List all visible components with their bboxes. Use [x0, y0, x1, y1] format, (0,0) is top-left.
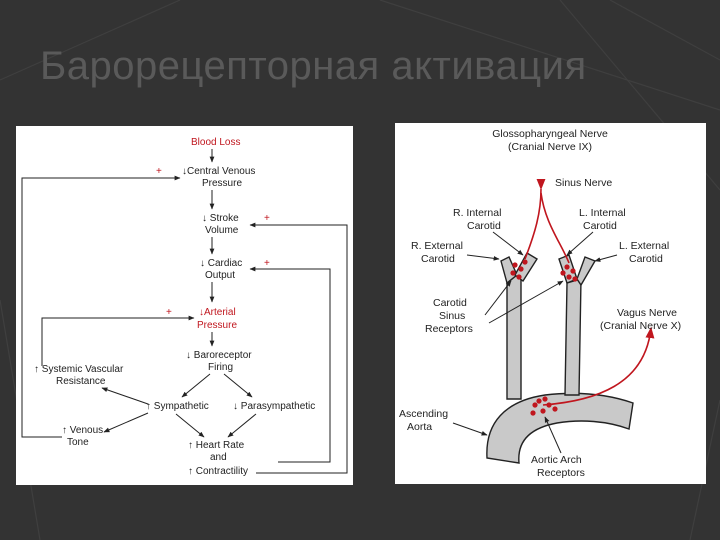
venous-tone-label-2: Tone	[67, 437, 89, 448]
sinus-nerve-left	[540, 192, 570, 264]
baroreceptor-firing-label-2: Firing	[208, 362, 233, 373]
feedback-svr-to-ap	[41, 315, 195, 366]
central-venous-pressure-label: ↓Central Venous	[182, 166, 255, 177]
feedback-venous-tone-to-cvp	[21, 175, 181, 438]
aortic-arch-receptor	[540, 408, 546, 414]
pointer-l-internal	[566, 231, 594, 256]
aortic-arch-receptors-label-2: Receptors	[537, 467, 585, 479]
heart-rate-label-2: and	[210, 452, 227, 463]
pointer-aortic-arch-receptors	[544, 416, 562, 454]
arrow-baro-parasympathetic	[223, 373, 253, 398]
carotid-sinus-receptors-label-3: Receptors	[425, 323, 473, 335]
r-internal-carotid-label: R. Internal	[453, 207, 501, 219]
ascending-aorta-label-2: Aorta	[407, 421, 432, 433]
right-carotid-receptor	[518, 266, 524, 272]
pointer-r-internal	[492, 231, 524, 256]
cardiac-output-label: ↓ Cardiac	[200, 258, 242, 269]
ascending-aorta-label: Ascending	[399, 408, 448, 420]
stroke-volume-label-2: Volume	[205, 225, 239, 236]
slide-title: Барорецепторная активация	[40, 44, 587, 88]
receptor-dots	[510, 259, 578, 416]
vagus-nerve-label: Vagus Nerve	[617, 307, 677, 319]
l-internal-carotid-label-2: Carotid	[583, 220, 617, 232]
baroreflex-flowchart: Blood Loss ↓Central Venous Pressure ↓ St…	[16, 126, 353, 485]
pointer-carotid-sinus-left	[488, 280, 564, 324]
arterial-pressure-label: ↓Arterial	[199, 307, 236, 318]
venous-tone-label: ↑ Venous	[62, 425, 103, 436]
l-external-carotid-label-2: Carotid	[629, 253, 663, 265]
anatomy-pointer-arrows	[452, 231, 618, 454]
contractility-label: ↑ Contractility	[188, 466, 248, 477]
right-carotid-receptor	[516, 274, 522, 280]
aortic-arch-receptor	[536, 398, 542, 404]
flow-text-nodes: Blood Loss ↓Central Venous Pressure ↓ St…	[34, 137, 315, 477]
r-internal-carotid-label-2: Carotid	[467, 220, 501, 232]
right-carotid-receptor	[512, 262, 518, 268]
plus-sign-ap: +	[166, 307, 172, 318]
aortic-arch-receptor	[530, 410, 536, 416]
right-carotid-receptor	[510, 270, 516, 276]
arrow-sympathetic-svr	[101, 387, 149, 405]
r-external-carotid-label: R. External	[411, 240, 463, 252]
aortic-arch-receptor	[542, 396, 548, 402]
sinus-nerve-label: Sinus Nerve	[555, 177, 612, 189]
arrow-sympathetic-heart-rate	[175, 413, 205, 438]
pointer-ascending-aorta	[452, 422, 488, 436]
arterial-pressure-label-2: Pressure	[197, 320, 237, 331]
systemic-vascular-resistance-label-2: Resistance	[56, 376, 106, 387]
vagus-nerve-label-2: (Cranial Nerve X)	[600, 320, 681, 332]
baroreceptor-firing-label: ↓ Baroreceptor	[186, 350, 252, 361]
right-carotid-receptor	[522, 259, 528, 265]
glossopharyngeal-nerve	[524, 178, 546, 260]
arrow-baro-sympathetic	[181, 373, 211, 398]
heart-rate-label: ↑ Heart Rate	[188, 440, 245, 451]
feedback-heart-rate-to-sv	[249, 222, 348, 474]
aortic-arch-receptors-label: Aortic Arch	[531, 454, 582, 466]
arrow-parasympathetic-heart-rate	[227, 413, 257, 438]
flow-arrows	[101, 149, 257, 438]
left-carotid-receptor	[564, 264, 570, 270]
left-carotid-receptor	[560, 270, 566, 276]
carotid-sinus-receptors-label: Carotid	[433, 297, 467, 309]
left-carotid-receptor	[572, 276, 578, 282]
r-external-carotid-label-2: Carotid	[421, 253, 455, 265]
systemic-vascular-resistance-label: ↑ Systemic Vascular	[34, 364, 124, 375]
glossopharyngeal-label-2: (Cranial Nerve IX)	[508, 141, 592, 153]
left-carotid-receptor	[570, 268, 576, 274]
stroke-volume-label: ↓ Stroke	[202, 213, 239, 224]
left-carotid-receptor	[566, 274, 572, 280]
arrow-sympathetic-venous-tone	[103, 412, 149, 433]
anatomy-text-labels: Glossopharyngeal Nerve (Cranial Nerve IX…	[399, 128, 681, 479]
vagus-nerve	[542, 326, 655, 406]
left-common-carotid	[564, 278, 582, 396]
plus-sign-sv: +	[264, 213, 270, 224]
cardiac-output-label-2: Output	[205, 270, 235, 281]
l-external-carotid-label: L. External	[619, 240, 669, 252]
pointer-carotid-sinus-right	[484, 280, 512, 316]
baroreceptor-anatomy-diagram: Glossopharyngeal Nerve (Cranial Nerve IX…	[395, 123, 706, 484]
feedback-heart-rate-to-co	[249, 266, 331, 463]
right-common-carotid	[506, 269, 522, 400]
l-internal-carotid-label: L. Internal	[579, 207, 626, 219]
carotid-arteries	[500, 252, 597, 400]
flow-feedback-loops	[21, 175, 348, 474]
plus-sign-co: +	[264, 258, 270, 269]
glossopharyngeal-label: Glossopharyngeal Nerve	[492, 128, 608, 140]
aortic-arch-receptor	[552, 406, 558, 412]
aortic-arch	[486, 392, 634, 464]
blood-loss-label: Blood Loss	[191, 137, 240, 148]
right-external-carotid	[500, 256, 518, 285]
pointer-l-external	[594, 254, 618, 262]
carotid-sinus-receptors-label-2: Sinus	[439, 310, 465, 322]
aortic-arch-shape	[486, 392, 634, 464]
central-venous-pressure-label-2: Pressure	[202, 178, 242, 189]
parasympathetic-label: ↓ Parasympathetic	[233, 401, 315, 412]
plus-sign-cvp: +	[156, 166, 162, 177]
flow-plus-signs: + + + +	[156, 166, 270, 318]
sympathetic-label: ↑ Sympathetic	[146, 401, 209, 412]
pointer-r-external	[466, 254, 500, 261]
aortic-arch-receptor	[532, 402, 538, 408]
left-external-carotid	[576, 256, 597, 287]
nerves	[524, 178, 655, 406]
